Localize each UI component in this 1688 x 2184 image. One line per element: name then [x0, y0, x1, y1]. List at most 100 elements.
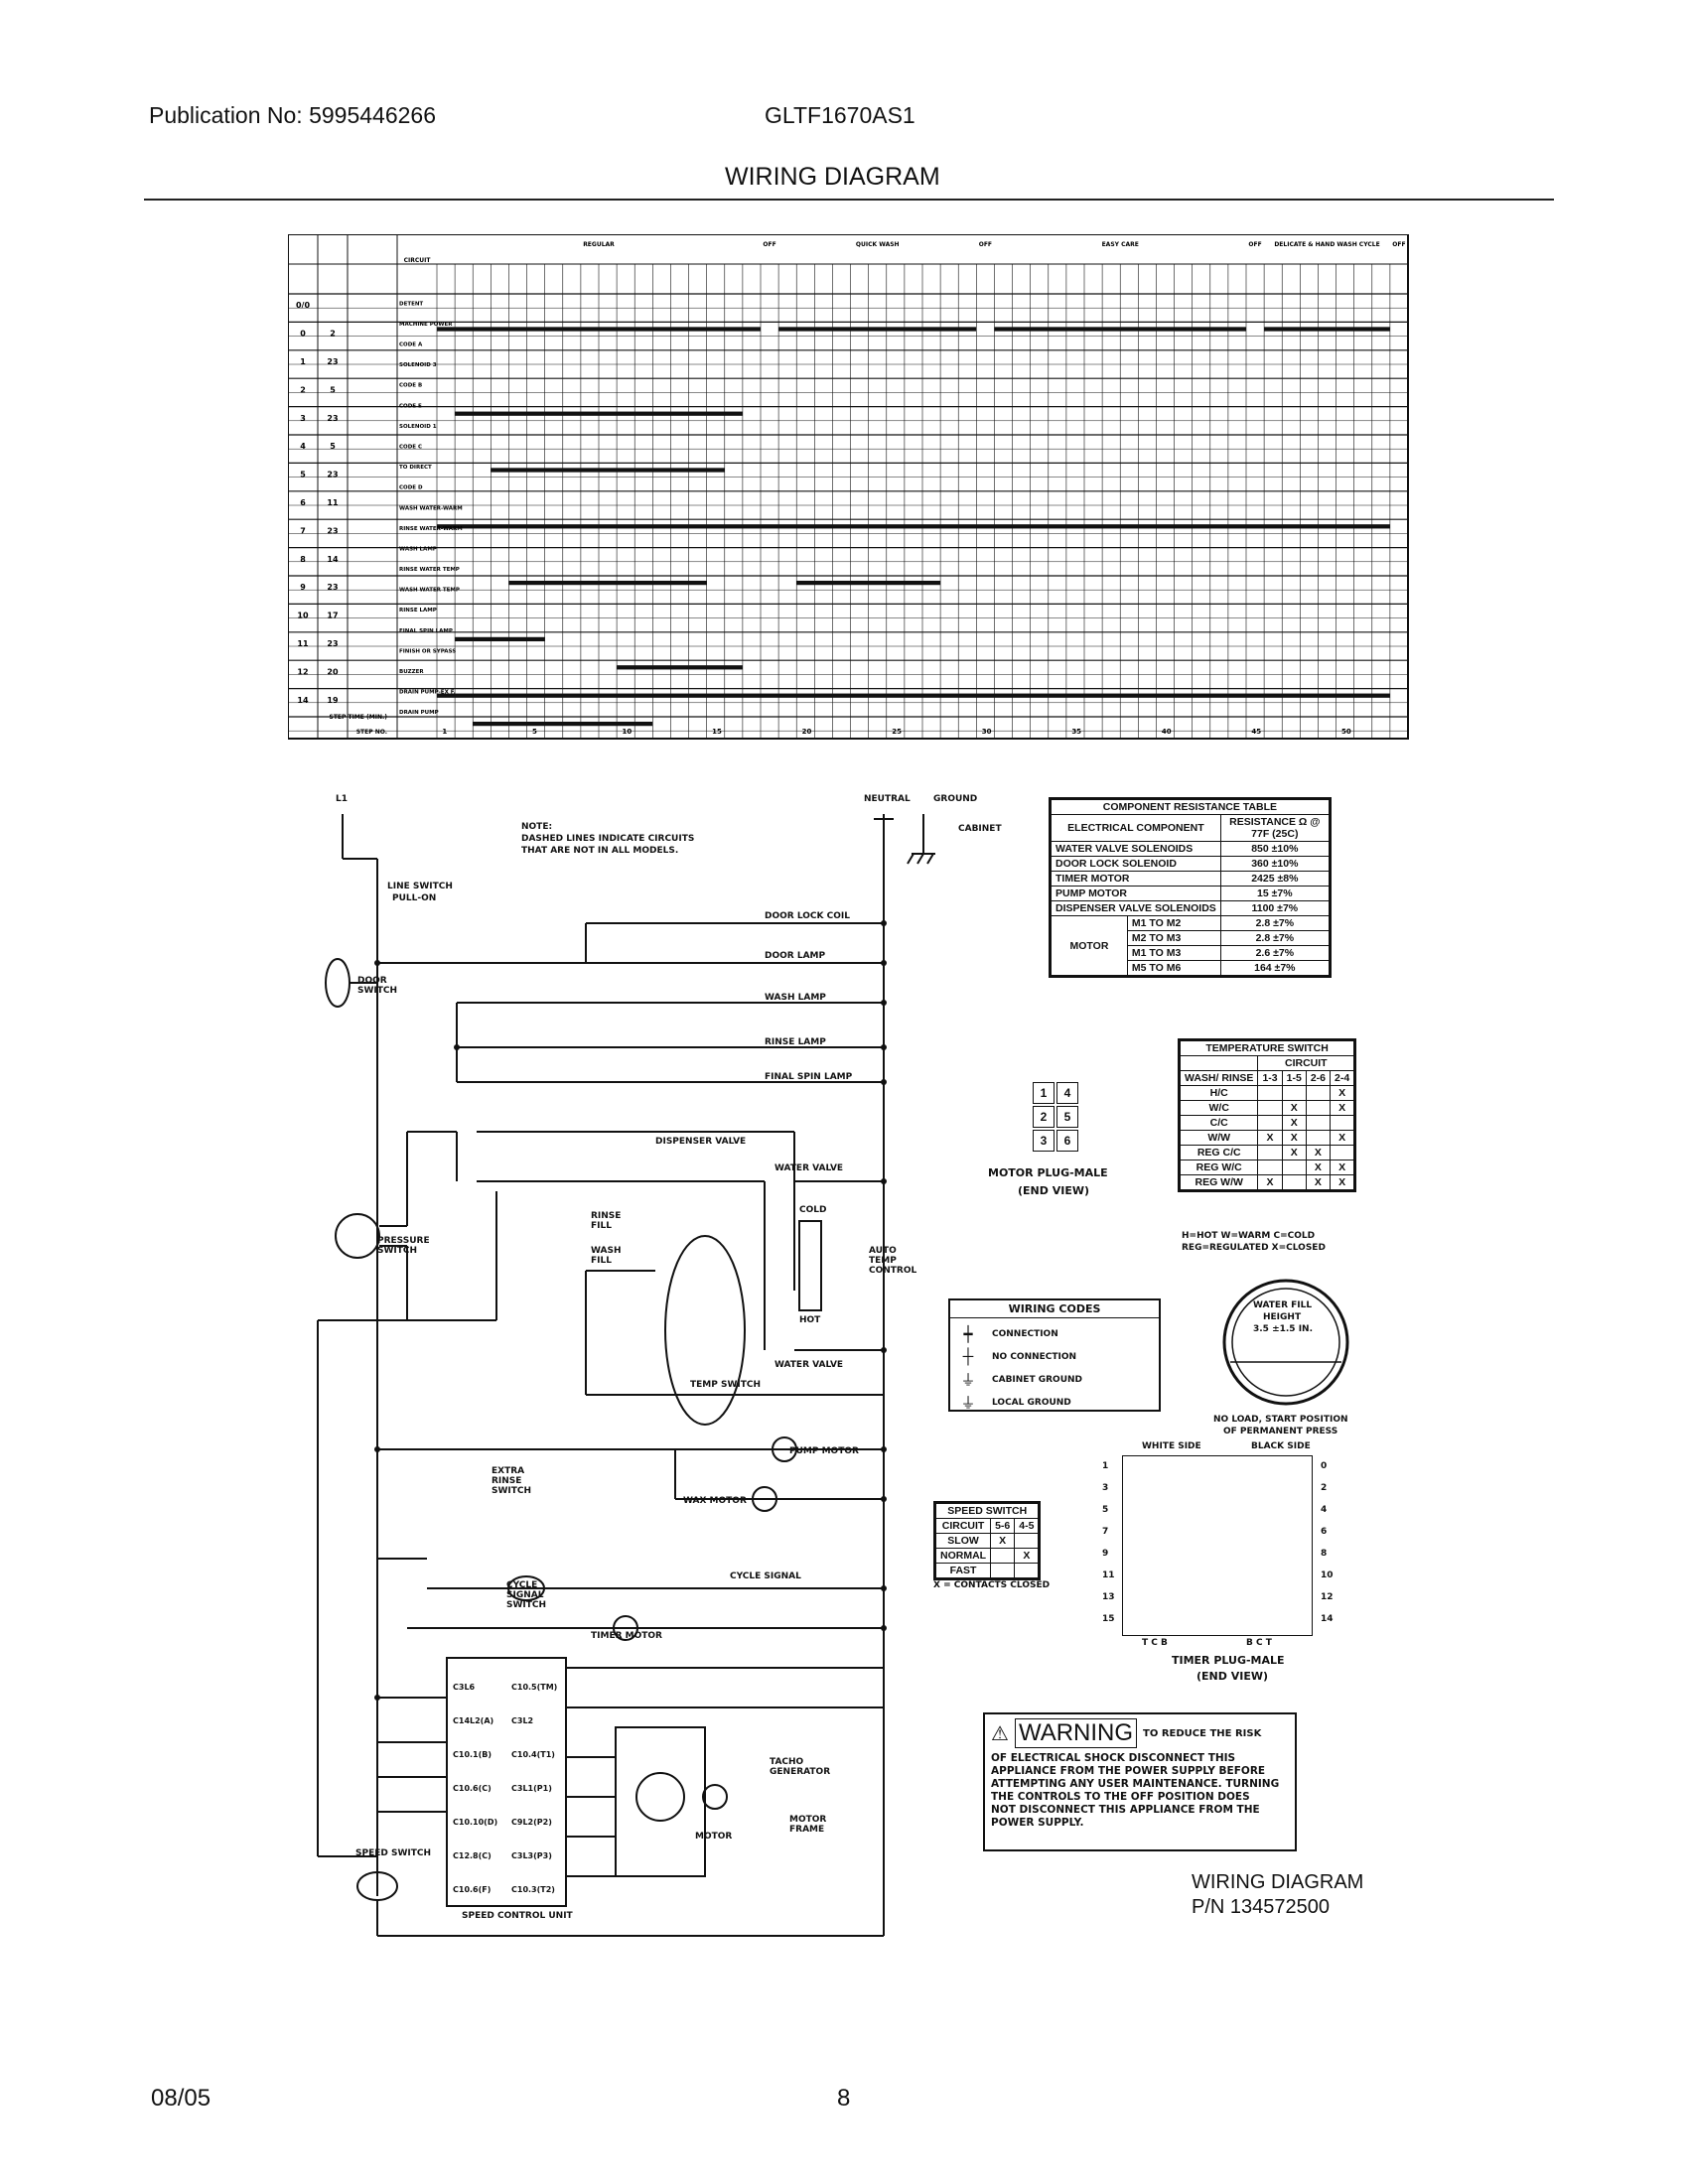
resistance-motor-value: 164 ±7% — [1219, 960, 1330, 976]
chart-terminal-number: 23 — [327, 357, 338, 366]
part-number-value: P/N 134572500 — [1192, 1896, 1331, 1918]
chart-terminal-number: 17 — [327, 612, 338, 620]
label-door-switch: DOOR SWITCH — [357, 976, 398, 996]
temp-switch-setting: W/W — [1179, 1130, 1259, 1146]
temp-switch-cell: X — [1257, 1174, 1283, 1190]
scu-terminal-right: C3L1(P1) — [511, 1784, 552, 1793]
chart-circuit-label: CODE E — [399, 403, 422, 409]
temp-switch-cell — [1329, 1115, 1355, 1131]
chart-cam-number: 8 — [300, 555, 306, 564]
scu-terminal-left: C10.6(C) — [453, 1784, 492, 1793]
label-rinse-lamp: RINSE LAMP — [765, 1037, 826, 1047]
chart-step-number: 1 — [442, 728, 447, 736]
speed-switch-col: 5-6 — [990, 1518, 1016, 1534]
motor-plug-label: MOTOR PLUG-MALE — [988, 1166, 1108, 1179]
label-temp-switch: TEMP SWITCH — [690, 1380, 762, 1390]
resistance-motor-value: 2.8 ±7% — [1219, 915, 1330, 931]
scu-terminal-left: C10.6(F) — [453, 1885, 492, 1894]
resistance-motor-pair: M1 TO M2 — [1126, 915, 1221, 931]
chart-circuit-label: RINSE LAMP — [399, 608, 437, 614]
chart-terminal-number: 23 — [327, 414, 338, 423]
timer-plug-pin-number: 14 — [1321, 1614, 1334, 1624]
chart-circuit-label: WASH LAMP — [399, 546, 437, 552]
chart-cam-number: 4 — [300, 442, 306, 451]
label-line-switch-2: PULL-ON — [392, 893, 437, 903]
temp-switch-setting: REG W/C — [1179, 1160, 1259, 1175]
chart-circuit-label: SOLENOID 3 — [399, 362, 437, 368]
water-fill-label-3: 3.5 ±1.5 IN. — [1253, 1324, 1313, 1334]
timer-plug-sub: (END VIEW) — [1196, 1670, 1268, 1683]
resistance-value: 1100 ±7% — [1219, 900, 1330, 916]
temp-switch-cell: X — [1305, 1160, 1332, 1175]
chart-step-number: 35 — [1071, 728, 1081, 736]
wiring-code-label: CONNECTION — [992, 1328, 1058, 1339]
temp-switch-cell — [1305, 1115, 1332, 1131]
timer-plug-pin-number: 3 — [1102, 1483, 1109, 1493]
motor-plug-sub: (END VIEW) — [1018, 1184, 1089, 1197]
speed-setting: NORMAL — [934, 1548, 992, 1564]
timer-plug-pin-number: 4 — [1321, 1505, 1328, 1515]
label-water-valve-hot: WATER VALVE — [774, 1360, 844, 1370]
label-pump-motor: PUMP MOTOR — [789, 1446, 859, 1456]
speed-col-circuit: CIRCUIT — [934, 1518, 992, 1534]
timer-plug-pin-number: 11 — [1102, 1570, 1115, 1580]
water-fill-note-1: NO LOAD, START POSITION — [1213, 1415, 1348, 1425]
temp-switch-col: 1-3 — [1257, 1070, 1283, 1086]
chart-cam-number: 11 — [297, 639, 309, 648]
warning-box: ⚠ WARNING TO REDUCE THE RISK OF ELECTRIC… — [983, 1712, 1297, 1851]
chart-circuit-label: DRAIN PUMP — [399, 710, 439, 716]
chart-timing-bar — [1264, 327, 1390, 332]
page-title: WIRING DIAGRAM — [725, 163, 940, 191]
chart-circuit-label: DETENT — [399, 301, 423, 307]
resistance-col-value: RESISTANCE Ω @ 77F (25C) — [1219, 814, 1330, 842]
scu-terminal-left: C3L6 — [453, 1683, 476, 1692]
wiring-code-label: NO CONNECTION — [992, 1351, 1077, 1362]
resistance-value: 360 ±10% — [1219, 856, 1330, 872]
label-ground: GROUND — [933, 794, 978, 804]
warning-triangle-icon: ⚠ — [991, 1722, 1009, 1745]
footer-page-number: 8 — [837, 2085, 851, 2112]
resistance-component: DOOR LOCK SOLENOID — [1051, 856, 1221, 872]
resistance-component: PUMP MOTOR — [1051, 886, 1221, 901]
resistance-table-title: COMPONENT RESISTANCE TABLE — [1051, 799, 1330, 815]
chart-circuit-label: CODE B — [399, 383, 422, 389]
temp-switch-setting: C/C — [1179, 1115, 1259, 1131]
chart-step-number: 15 — [712, 728, 722, 736]
temp-switch-cell — [1281, 1174, 1307, 1190]
chart-cam-number: 6 — [300, 498, 306, 507]
schematic-note-1: NOTE: — [521, 822, 553, 832]
chart-circuit-label: TO DIRECT — [399, 465, 432, 471]
motor-plug-pin: 1 — [1033, 1082, 1055, 1104]
timer-plug-pin-number: 15 — [1102, 1614, 1115, 1624]
temp-switch-cell — [1305, 1130, 1332, 1146]
timer-plug-pin-number: 13 — [1102, 1592, 1115, 1602]
speed-setting: FAST — [934, 1563, 992, 1578]
chart-circuit-label: MACHINE POWER — [399, 322, 453, 328]
label-dispenser-valve: DISPENSER VALVE — [655, 1137, 747, 1147]
part-number-title: WIRING DIAGRAM — [1192, 1871, 1364, 1893]
chart-circuit-label: DRAIN PUMP-EX F. — [399, 690, 456, 696]
warning-text-line: OF ELECTRICAL SHOCK DISCONNECT THIS — [991, 1752, 1236, 1764]
warning-line-1: TO REDUCE THE RISK — [1143, 1727, 1262, 1739]
temp-switch-cell — [1257, 1145, 1283, 1160]
resistance-motor-label: MOTOR — [1051, 915, 1128, 976]
temp-switch-cell: X — [1281, 1130, 1307, 1146]
chart-terminal-number: 23 — [327, 639, 338, 648]
label-l1: L1 — [336, 794, 348, 804]
timer-plug-pin-number: 2 — [1321, 1483, 1328, 1493]
temp-switch-setting: H/C — [1179, 1085, 1259, 1101]
scu-terminal-left: C10.1(B) — [453, 1750, 492, 1759]
label-speed-control-unit: SPEED CONTROL UNIT — [462, 1911, 573, 1921]
temp-switch-cell — [1281, 1160, 1307, 1175]
chart-terminal-number: 20 — [327, 667, 339, 676]
label-cycle-signal: CYCLE SIGNAL — [730, 1571, 801, 1581]
label-motor: MOTOR — [695, 1832, 733, 1842]
chart-step-number: 5 — [532, 728, 537, 736]
speed-switch-row: FAST — [934, 1563, 1040, 1578]
wiring-code-label: CABINET GROUND — [992, 1374, 1083, 1385]
resistance-motor-pair: M5 TO M6 — [1126, 960, 1221, 976]
